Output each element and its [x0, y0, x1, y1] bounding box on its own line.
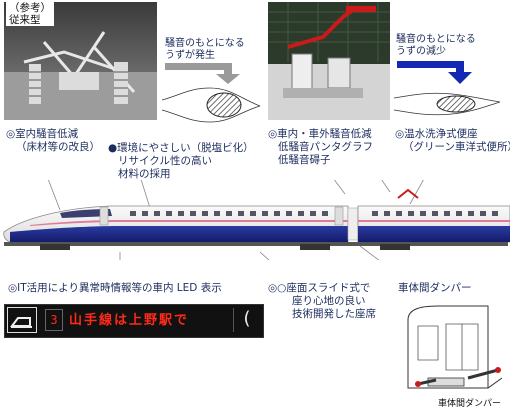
flow-after-line1: 騒音のもとになる — [396, 34, 476, 45]
flow-before-line2: うずが発生 — [165, 50, 215, 61]
pantograph-line2: 低騒音パンタグラフ — [278, 141, 374, 153]
pantograph-line1: ◎車内・車外騒音低減 — [268, 128, 372, 140]
led-icon-box — [7, 307, 37, 333]
flow-before-diagram — [161, 63, 261, 123]
interior-noise-label: ◎室内騒音低減 （床材等の改良） — [6, 128, 100, 154]
led-display-panel: 3 山手線は上野駅で ( — [4, 304, 264, 338]
front-car-windows — [130, 211, 328, 216]
damper-caption-text: 車体間ダンパー — [438, 399, 502, 409]
toilet-line1: ◎温水洗浄式便座 — [395, 128, 478, 140]
gray-arrow — [165, 63, 240, 84]
low-noise-pantograph-photo — [268, 2, 390, 120]
flow-before-label: 騒音のもとになる うずが発生 — [165, 38, 245, 62]
seat-label: ◎○座面スライド式で 座り心地の良い 技術開発した座席 — [268, 282, 376, 321]
led-number-box: 3 — [45, 309, 63, 331]
led-number: 3 — [50, 313, 58, 327]
seat-line1: ◎○座面スライド式で — [268, 282, 371, 294]
damper-line1: 車体間ダンパー — [398, 282, 472, 294]
it-display-label: ◎IT活用により異常時情報等の車内 LED 表示 — [8, 282, 222, 295]
flow-before-line1: 騒音のもとになる — [165, 38, 245, 49]
eco-material-label: ●環境にやさしい（脱塩ビ化） リサイクル性の高い 材料の採用 — [108, 142, 254, 181]
blue-arrow — [397, 61, 472, 84]
e2-shinkansen-train — [3, 180, 510, 260]
reference-caption: （参考） 従来型 — [6, 2, 54, 26]
seat-line3: 技術開発した座席 — [292, 308, 376, 320]
eco-material-line3: 材料の採用 — [118, 168, 171, 180]
flow-after-label: 騒音のもとになる うずの減少 — [396, 34, 476, 58]
eco-material-line2: リサイクル性の高い — [118, 155, 212, 167]
toilet-label: ◎温水洗浄式便座 （グリーン車洋式便所） — [395, 128, 510, 154]
conventional-pantograph-photo: （参考） 従来型 — [4, 2, 157, 120]
damper-diagram — [407, 305, 503, 389]
pantograph-feature-label: ◎車内・車外騒音低減 低騒音パンタグラフ 低騒音碍子 — [268, 128, 373, 167]
leader-lines — [48, 180, 424, 211]
led-bracket: ( — [233, 308, 260, 332]
flow-after-diagram — [393, 61, 501, 116]
reference-caption-line2: 従来型 — [9, 14, 41, 26]
low-noise-pantograph-illustration — [268, 2, 390, 120]
toilet-line2: （グリーン車洋式便所） — [403, 141, 510, 153]
eco-material-line1: ●環境にやさしい（脱塩ビ化） — [108, 142, 254, 154]
flow-after-line2: うずの減少 — [396, 46, 446, 57]
reference-caption-line1: （参考） — [9, 2, 51, 14]
damper-caption: 車体間ダンパー — [438, 398, 501, 411]
damper-label: 車体間ダンパー — [398, 282, 472, 295]
pantograph-line3: 低騒音碍子 — [278, 154, 331, 166]
vortex-reduced — [436, 95, 476, 113]
second-car-windows — [372, 211, 498, 216]
interior-noise-line1: ◎室内騒音低減 — [6, 128, 79, 140]
interior-noise-line2: （床材等の改良） — [16, 141, 100, 153]
led-message: 山手線は上野駅で — [69, 311, 189, 331]
seat-line2: 座り心地の良い — [292, 295, 366, 307]
led-message-text: 山手線は上野駅で — [69, 313, 190, 328]
led-bracket-text: ( — [243, 308, 251, 329]
train-icon — [10, 317, 32, 328]
vortex-large — [206, 92, 242, 118]
conventional-pantograph-illustration — [4, 2, 157, 120]
it-display-line1: ◎IT活用により異常時情報等の車内 LED 表示 — [8, 282, 222, 294]
